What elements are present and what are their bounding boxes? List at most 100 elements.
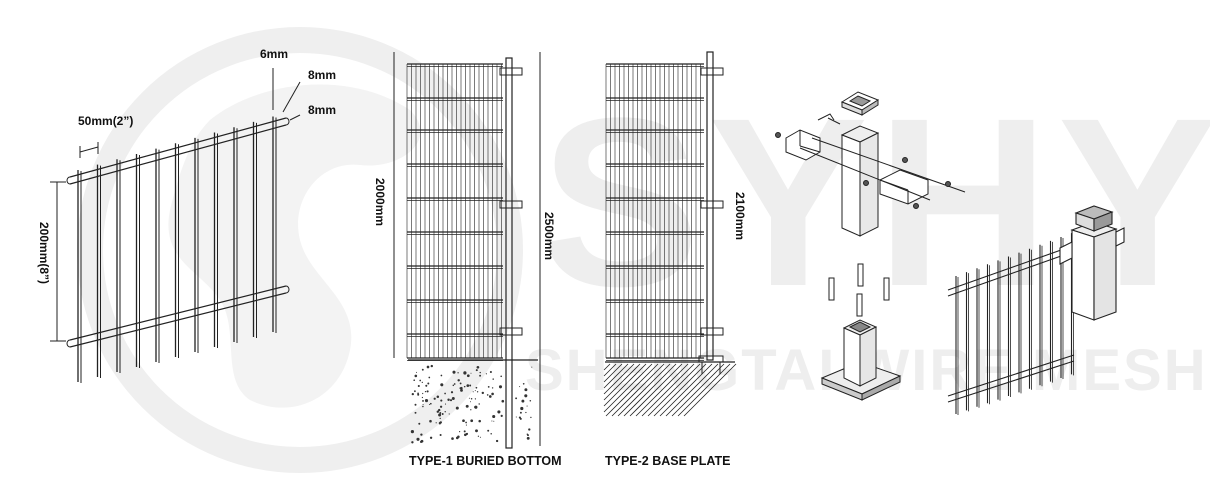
soil-speck bbox=[447, 398, 450, 401]
soil-speck bbox=[465, 404, 469, 408]
soil-speck bbox=[453, 383, 456, 385]
soil-speck bbox=[500, 375, 503, 378]
post-with-base-plate bbox=[820, 319, 902, 401]
soil-speck bbox=[522, 382, 525, 385]
soil-speck bbox=[429, 436, 433, 439]
soil-speck bbox=[478, 403, 480, 405]
soil-speck bbox=[419, 379, 422, 382]
ground-hatch-line bbox=[671, 363, 725, 417]
soil-speck bbox=[439, 433, 442, 437]
type2-post-height-label: 2100mm bbox=[733, 192, 747, 240]
soil-speck bbox=[525, 411, 527, 414]
soil-speck bbox=[490, 433, 492, 435]
soil-speck bbox=[439, 421, 442, 424]
soil-speck bbox=[474, 390, 476, 392]
soil-speck bbox=[515, 416, 517, 418]
assembled-panel-drawing bbox=[947, 205, 1125, 415]
type2-elevation-drawing bbox=[603, 51, 737, 417]
soil-speck bbox=[492, 414, 496, 419]
watermark-globe bbox=[77, 27, 523, 473]
type2-ground-hatch bbox=[603, 363, 737, 417]
soil-speck bbox=[470, 397, 473, 400]
spacing-horizontal-dimension bbox=[79, 142, 99, 158]
soil-speck bbox=[414, 390, 416, 393]
soil-speck bbox=[501, 399, 505, 403]
soil-speck bbox=[414, 403, 417, 406]
soil-speck bbox=[476, 365, 480, 369]
soil-speck bbox=[500, 414, 503, 418]
soil-speck bbox=[460, 389, 463, 392]
soil-speck bbox=[470, 419, 474, 423]
soil-speck bbox=[463, 385, 466, 388]
soil-speck bbox=[526, 433, 528, 435]
soil-speck bbox=[435, 422, 437, 424]
soil-speck bbox=[486, 394, 489, 396]
ground-hatch-line bbox=[623, 363, 677, 417]
wire-8mm-top-label: 8mm bbox=[308, 68, 336, 82]
ground-hatch-line bbox=[647, 363, 701, 417]
soil-speck bbox=[466, 384, 470, 387]
spacing-vertical-dimension bbox=[50, 181, 66, 342]
soil-speck bbox=[478, 419, 481, 423]
type1-panel-height-label: 2000mm bbox=[373, 178, 387, 226]
type1-mesh-horizontals bbox=[407, 63, 503, 361]
soil-speck bbox=[440, 383, 444, 387]
bolts bbox=[775, 132, 951, 209]
top-double-wire bbox=[66, 117, 290, 185]
soil-speck bbox=[427, 382, 430, 385]
soil-speck bbox=[519, 411, 522, 414]
soil-speck bbox=[464, 433, 467, 437]
soil-speck bbox=[444, 403, 447, 405]
soil-speck bbox=[530, 416, 532, 419]
soil-speck bbox=[424, 390, 427, 393]
soil-speck bbox=[519, 386, 521, 388]
ground-hatch-line bbox=[603, 363, 641, 401]
soil-speck bbox=[450, 391, 454, 394]
soil-speck bbox=[440, 399, 443, 402]
soil-speck bbox=[411, 392, 414, 396]
ground-hatch-line bbox=[605, 363, 659, 417]
soil-speck bbox=[488, 395, 492, 398]
bolt-guide-lines bbox=[799, 117, 966, 201]
ground-hatch-line bbox=[603, 363, 635, 395]
soil-speck bbox=[449, 399, 453, 402]
soil-speck bbox=[428, 376, 431, 379]
soil-speck bbox=[422, 404, 424, 406]
watermark-continent bbox=[168, 84, 421, 408]
ground-hatch-line bbox=[635, 363, 689, 417]
post-assembly-exploded-view bbox=[775, 91, 966, 401]
soil-speck bbox=[414, 411, 417, 414]
ground-hatch-line bbox=[603, 363, 611, 371]
soil-speck bbox=[470, 409, 472, 411]
ground-hatch-line bbox=[611, 363, 665, 417]
soil-speck bbox=[520, 406, 524, 411]
soil-speck bbox=[422, 405, 424, 408]
soil-speck bbox=[452, 370, 456, 374]
soil-speck bbox=[426, 365, 430, 369]
soil-speck bbox=[444, 411, 446, 413]
ground-hatch-line bbox=[665, 363, 719, 417]
soil-speck bbox=[436, 410, 440, 413]
soil-speck bbox=[495, 439, 499, 443]
soil-speck bbox=[474, 398, 477, 400]
assembled-bottom-double-wire bbox=[947, 354, 1075, 403]
ground-hatch-line bbox=[641, 363, 695, 417]
soil-speck bbox=[436, 395, 440, 398]
soil-speck bbox=[465, 421, 467, 424]
soil-speck bbox=[417, 393, 420, 396]
soil-speck bbox=[448, 413, 450, 415]
soil-speck bbox=[487, 386, 490, 388]
soil-speck bbox=[421, 368, 424, 371]
soil-speck bbox=[463, 371, 467, 375]
soil-speck bbox=[479, 436, 481, 438]
soil-speck bbox=[429, 402, 432, 405]
soil-speck bbox=[470, 401, 471, 403]
soil-speck bbox=[515, 397, 518, 400]
soil-speck bbox=[426, 390, 429, 393]
spacing-vertical-label: 200mm(8”) bbox=[37, 222, 51, 284]
type2-clamps bbox=[700, 67, 724, 336]
soil-speck bbox=[410, 430, 414, 434]
ground-hatch-line bbox=[603, 363, 653, 413]
soil-speck bbox=[492, 378, 494, 380]
soil-speck bbox=[457, 372, 459, 374]
